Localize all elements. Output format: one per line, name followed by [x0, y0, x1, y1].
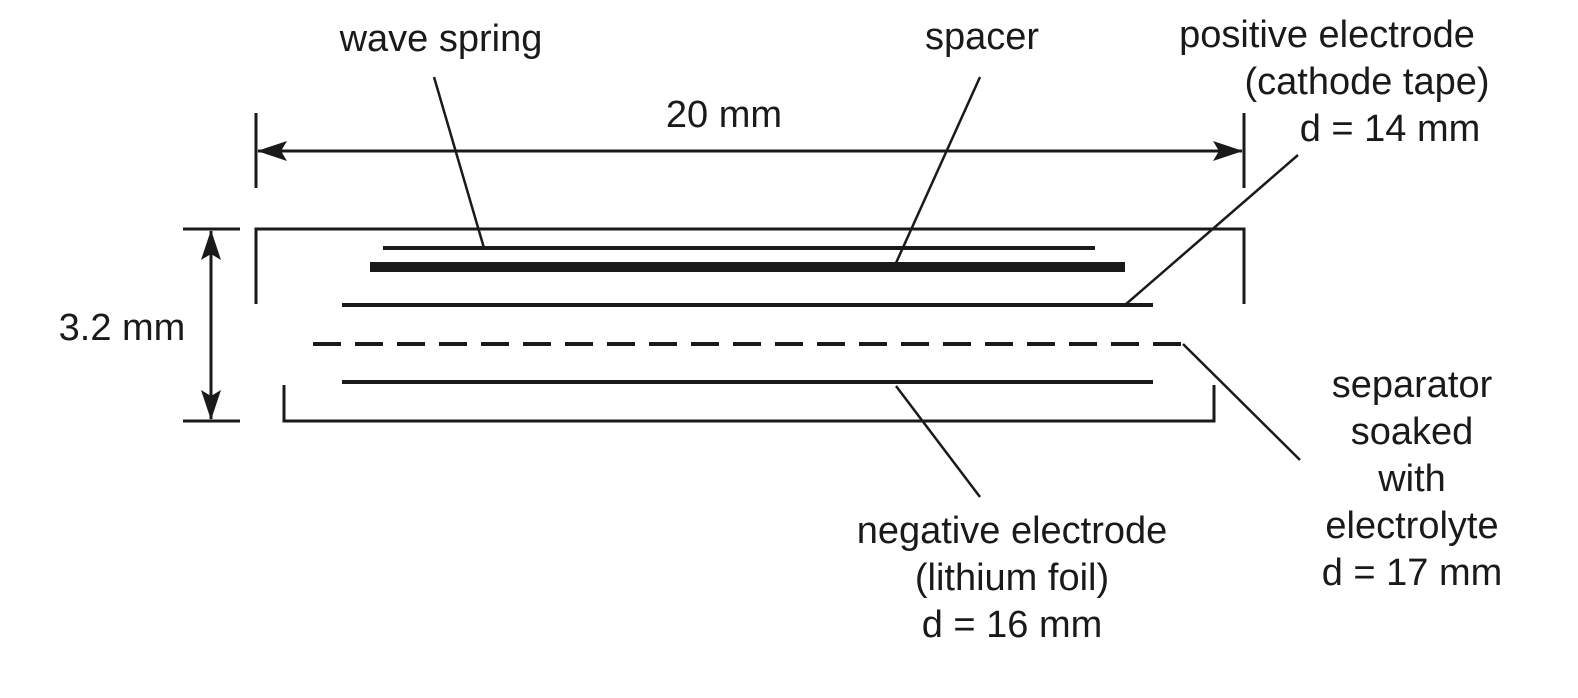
- cell-cap-top: [254, 227, 1246, 304]
- negative-electrode-line-1: negative electrode: [857, 510, 1168, 552]
- cell-can-bottom: [282, 385, 1216, 423]
- separator-line-3: with: [1377, 458, 1446, 500]
- separator-line-5: d = 17 mm: [1322, 552, 1503, 594]
- height-label: 3.2 mm: [59, 307, 186, 349]
- width-label: 20 mm: [666, 94, 782, 136]
- separator-line-2: soaked: [1351, 411, 1474, 453]
- separator-line-1: separator: [1332, 364, 1493, 406]
- spacer-leader: [894, 76, 982, 264]
- spacer-label: spacer: [925, 16, 1039, 58]
- separator-leader: [1182, 343, 1301, 461]
- negative-electrode-label: negative electrode (lithium foil) d = 16…: [857, 510, 1168, 646]
- negative-electrode-line-3: d = 16 mm: [922, 604, 1103, 646]
- positive-electrode-line-2: (cathode tape): [1244, 61, 1489, 103]
- negative-electrode-line-2: (lithium foil): [915, 557, 1109, 599]
- width-dimension: 20 mm: [254, 94, 1246, 188]
- height-dimension: 3.2 mm: [59, 227, 240, 423]
- positive-electrode-line-3: d = 14 mm: [1300, 108, 1481, 150]
- wave-spring-label: wave spring: [339, 18, 543, 60]
- wave-spring-leader: [432, 76, 486, 249]
- positive-electrode-label: positive electrode (cathode tape) d = 14…: [1179, 14, 1489, 150]
- negative-electrode-leader: [895, 385, 981, 498]
- separator-label: separator soaked with electrolyte d = 17…: [1322, 364, 1503, 594]
- separator-line-4: electrolyte: [1325, 505, 1498, 547]
- cell-casing: [254, 227, 1246, 423]
- positive-electrode-line-1: positive electrode: [1179, 14, 1475, 56]
- positive-electrode-leader: [1124, 154, 1299, 306]
